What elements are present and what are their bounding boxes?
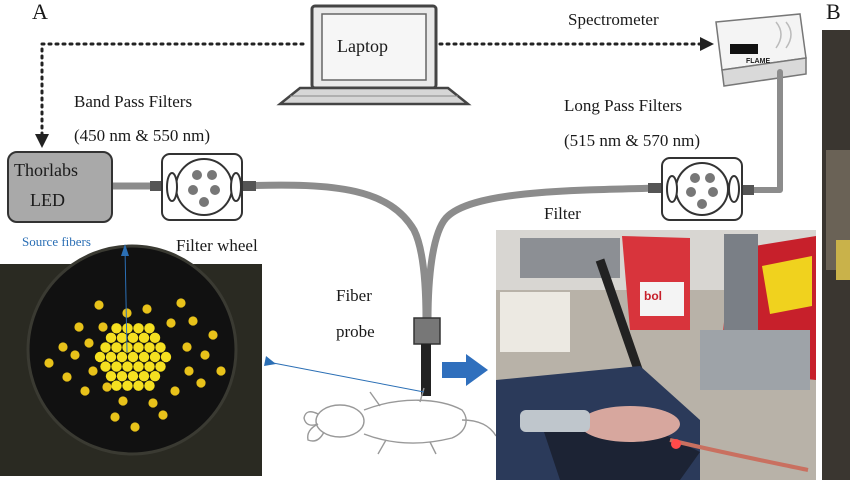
- fiber-dot: [127, 332, 139, 344]
- fiber-dot: [149, 370, 161, 382]
- fiber-dot: [142, 304, 152, 314]
- fiber-dot: [155, 361, 166, 372]
- fiber-dot: [98, 322, 108, 332]
- fiber-dot: [200, 350, 210, 360]
- fiber-dot: [133, 361, 144, 372]
- fiber-dot: [155, 342, 166, 353]
- photo-box-text: bol: [644, 289, 662, 303]
- fiber-dot: [111, 380, 122, 391]
- led-source-box: [7, 151, 113, 223]
- fiber-dot: [133, 380, 144, 391]
- fiber-dot: [88, 366, 98, 376]
- fiber-dot: [110, 412, 120, 422]
- fiber-dot: [70, 350, 80, 360]
- panel-b-photo: [822, 30, 850, 480]
- fiber-dot: [111, 342, 122, 353]
- panel-label-b: B: [826, 0, 841, 24]
- fiber-dot: [84, 338, 94, 348]
- fiber-dot: [111, 323, 122, 334]
- fiber-dot: [138, 370, 150, 382]
- laptop-label: Laptop: [337, 36, 388, 56]
- long-pass-filter-wheel-icon: [661, 157, 743, 221]
- control-lines: [40, 42, 702, 144]
- fiber-dot: [148, 398, 158, 408]
- fiber-dot: [58, 342, 68, 352]
- fiber-dot: [208, 330, 218, 340]
- band-pass-values: (450 nm & 550 nm): [74, 126, 210, 145]
- source-fibers-label: Source fibers: [22, 234, 91, 249]
- fiber-dot: [196, 378, 206, 388]
- fiber-dot: [149, 351, 161, 363]
- fiber-dot: [62, 372, 72, 382]
- fiber-dot: [170, 386, 180, 396]
- led-label-line1: Thorlabs: [14, 160, 78, 180]
- fiber-dot: [116, 370, 128, 382]
- fiber-dot: [94, 300, 104, 310]
- spectrometer-icon: [715, 13, 807, 87]
- laptop-icon: [276, 4, 472, 106]
- panel-label-a: A: [32, 0, 48, 24]
- long-pass-values: (515 nm & 570 nm): [564, 131, 700, 150]
- probe-label-line2: probe: [336, 322, 375, 341]
- fiber-dot: [127, 351, 139, 363]
- fiber-dot: [144, 323, 155, 334]
- spectrometer-badge: FLAME: [746, 58, 771, 65]
- fiber-dot: [122, 361, 133, 372]
- fiber-dot: [116, 332, 128, 344]
- fiber-dot: [105, 370, 117, 382]
- fiber-dot: [133, 323, 144, 334]
- fiber-dot: [80, 386, 90, 396]
- fiber-dot: [74, 322, 84, 332]
- fiber-dot: [144, 342, 155, 353]
- fiber-dot: [105, 351, 117, 363]
- fiber-dot: [111, 361, 122, 372]
- spectrometer-label: Spectrometer: [568, 10, 659, 29]
- fiber-dot: [138, 332, 150, 344]
- fiber-dot: [118, 396, 128, 406]
- fiber-dot: [158, 410, 168, 420]
- fiber-dot: [122, 308, 132, 318]
- fiber-dot-pattern: [44, 298, 226, 432]
- fiber-dot: [102, 382, 112, 392]
- fiber-dot: [144, 380, 155, 391]
- fiber-dot: [184, 366, 194, 376]
- fiber-probe-icon: [413, 317, 441, 396]
- fiber-dot: [122, 342, 133, 353]
- fiber-dot: [160, 351, 172, 363]
- fiber-dot: [138, 351, 150, 363]
- fiber-dot: [130, 422, 140, 432]
- blue-arrow-icon: [442, 354, 488, 386]
- fiber-dot: [44, 358, 54, 368]
- fiber-dot: [105, 332, 117, 344]
- fiber-dot: [122, 323, 133, 334]
- fiber-dot: [100, 342, 111, 353]
- band-pass-filter-wheel-icon: [161, 153, 243, 221]
- led-label-line2: LED: [30, 190, 65, 210]
- fiber-dot: [166, 318, 176, 328]
- fiber-dot: [133, 342, 144, 353]
- filter-label: Filter: [544, 204, 581, 223]
- fiber-dot: [216, 366, 226, 376]
- annotation-lines: [124, 247, 425, 393]
- fiber-dot: [188, 316, 198, 326]
- mouse-outline-icon: [303, 387, 497, 455]
- band-pass-title: Band Pass Filters: [74, 92, 193, 111]
- fiber-dot: [182, 342, 192, 352]
- experiment-photo: [496, 230, 816, 480]
- fiber-dot: [122, 380, 133, 391]
- fiber-dot: [94, 351, 106, 363]
- fiber-dot: [176, 298, 186, 308]
- filter-wheel-label: Filter wheel: [176, 236, 258, 255]
- probe-label-line1: Fiber: [336, 286, 372, 305]
- fiber-dot: [149, 332, 161, 344]
- fiber-dot: [100, 361, 111, 372]
- fiber-dot: [127, 370, 139, 382]
- fiber-dot: [116, 351, 128, 363]
- long-pass-title: Long Pass Filters: [564, 96, 683, 115]
- fiber-dot: [144, 361, 155, 372]
